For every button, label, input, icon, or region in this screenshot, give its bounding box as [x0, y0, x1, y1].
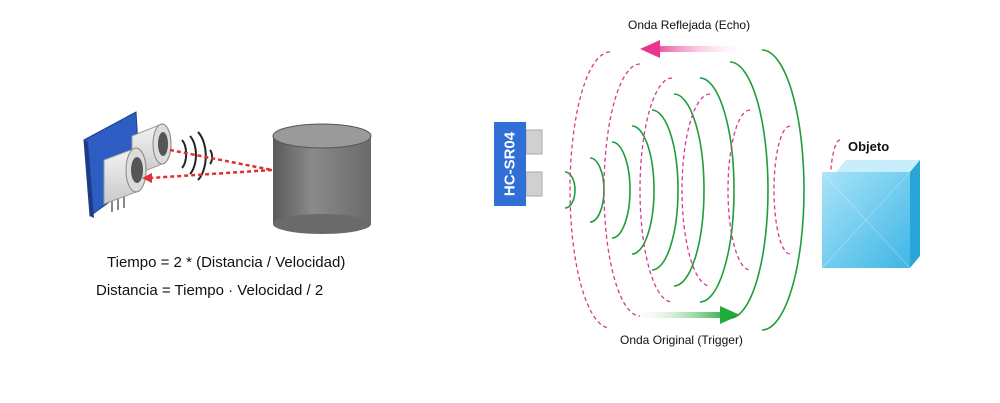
reflected-wave-arc [681, 93, 711, 287]
original-wave-arc [589, 157, 605, 223]
reflected-wave-arc [727, 109, 751, 271]
object-label: Objeto [848, 139, 890, 154]
echo-label: Onda Reflejada (Echo) [628, 18, 751, 32]
laser-arrowhead [142, 173, 152, 183]
reflected-wave-arc [639, 77, 673, 303]
original-wave-arc [761, 49, 805, 331]
original-wave-arc [729, 61, 769, 319]
laser-path [149, 148, 273, 180]
original-wave-arc [611, 141, 631, 239]
hc-sr04-sensor [494, 122, 543, 206]
original-wave-arc [564, 171, 576, 209]
original-wave-arc [699, 77, 735, 303]
sensor-label: HC-SR04 [494, 122, 526, 206]
reflected-wave-arc [773, 125, 791, 255]
reflected-wave-arc [569, 51, 611, 329]
ultrasonic-sensor-icon [83, 111, 172, 218]
trigger-arrow [628, 306, 740, 324]
trigger-label: Onda Original (Trigger) [620, 333, 743, 347]
emitted-wave-icon [181, 131, 214, 181]
original-wave-arc [631, 125, 655, 255]
formula-distancia: Distancia = Tiempo · Velocidad / 2 [96, 282, 324, 299]
original-waves [564, 49, 805, 331]
sensor-label-text: HC-SR04 [501, 131, 519, 197]
reflected-wave-arc [603, 63, 641, 317]
formula-tiempo: Tiempo = 2 * (Distancia / Velocidad) [107, 254, 346, 271]
echo-arrow [640, 40, 750, 58]
original-wave-arc [673, 93, 705, 287]
original-wave-arc [651, 109, 679, 271]
cube-object-icon [821, 160, 920, 269]
cylinder-object-icon [272, 123, 372, 234]
reflected-waves [569, 51, 841, 329]
